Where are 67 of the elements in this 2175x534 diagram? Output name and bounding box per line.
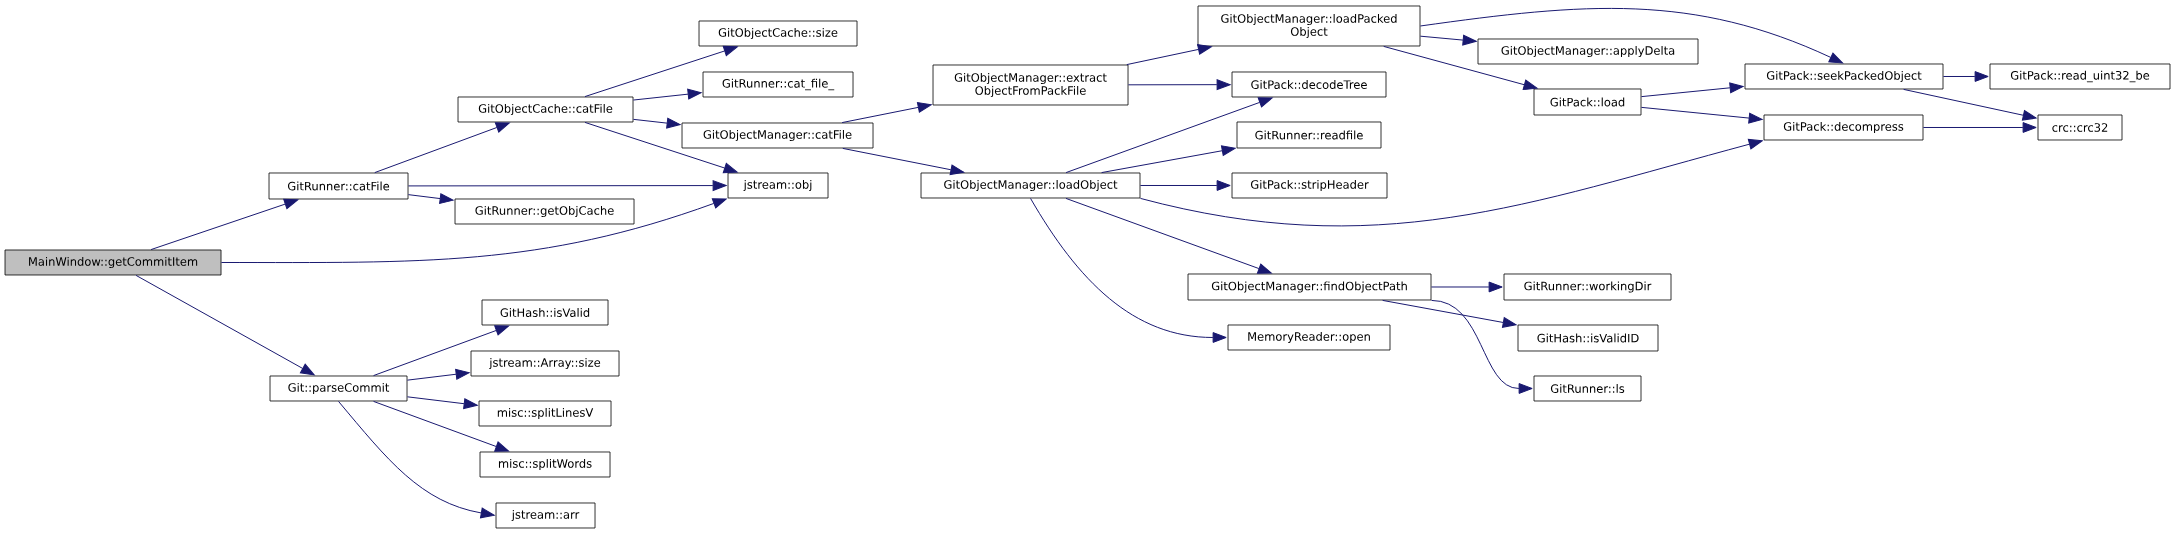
call-arrow	[842, 147, 965, 176]
call-arrow	[1065, 197, 1272, 274]
call-arrow	[374, 122, 510, 174]
call-arrow	[1127, 79, 1231, 91]
call-arrow	[1419, 7, 1844, 64]
function-box: GitRunner::getObjCache	[454, 198, 635, 225]
call-arrow	[407, 193, 454, 204]
call-arrow	[1903, 88, 2037, 121]
call-arrow	[135, 274, 315, 376]
function-box: GitPack::load	[1533, 88, 1642, 116]
call-arrow	[1430, 281, 1503, 293]
function-box: misc::splitWords	[479, 451, 611, 478]
function-box: GitObjectCache::size	[698, 20, 858, 47]
function-box: GitPack::decodeTree	[1231, 71, 1387, 98]
function-box: MainWindow::getCommitItem	[4, 249, 222, 276]
function-box: GitRunner::cat_file_	[702, 71, 854, 98]
call-arrow	[150, 198, 299, 251]
call-arrow	[373, 400, 510, 452]
call-arrow	[1139, 180, 1231, 191]
function-box: jstream::arr	[495, 502, 596, 529]
call-arrow	[584, 121, 738, 174]
call-arrow	[338, 400, 495, 519]
call-arrow	[841, 102, 932, 124]
function-box: GitPack::stripHeader	[1231, 172, 1388, 199]
function-box: jstream::Array::size	[470, 350, 620, 377]
function-box: crc::crc32	[2037, 114, 2123, 141]
function-box: GitRunner::workingDir	[1503, 273, 1672, 301]
function-box: MemoryReader::open	[1227, 324, 1391, 351]
call-arrow	[1419, 34, 1477, 46]
function-box: GitObjectManager::loadObject	[920, 172, 1141, 199]
call-arrow	[1640, 82, 1744, 98]
function-box: GitPack::decompress	[1763, 114, 1924, 141]
call-arrow	[1942, 71, 1989, 82]
call-arrow	[632, 117, 681, 129]
function-box: GitHash::isValid	[481, 299, 609, 326]
function-box: GitObjectCache::catFile	[457, 96, 634, 123]
function-box: GitHash::isValidID	[1517, 324, 1659, 352]
call-arrow	[584, 45, 738, 98]
function-box: GitObjectManager::loadPacked Object	[1197, 5, 1421, 47]
function-box: GitRunner::readfile	[1236, 121, 1382, 149]
function-box: GitObjectManager::findObjectPath	[1187, 273, 1432, 301]
function-box: GitRunner::ls	[1533, 375, 1642, 402]
call-arrow	[406, 396, 478, 410]
call-arrow	[1065, 97, 1273, 174]
function-box: GitRunner::catFile	[268, 172, 409, 200]
call-arrow	[1126, 44, 1212, 66]
call-arrow	[406, 368, 470, 381]
call-arrow	[1030, 197, 1227, 343]
call-arrow	[220, 198, 727, 264]
function-box: GitObjectManager::applyDelta	[1477, 38, 1699, 65]
call-arrow	[1922, 122, 2037, 133]
function-box: misc::splitLinesV	[478, 400, 612, 427]
function-box: GitObjectManager::extract ObjectFromPackFile	[932, 64, 1129, 106]
function-box: GitPack::read_uint32_be	[1989, 63, 2171, 90]
function-box: GitObjectManager::catFile	[681, 122, 874, 149]
call-arrow	[1382, 299, 1517, 328]
call-arrow	[1139, 138, 1763, 227]
function-box: GitPack::seekPackedObject	[1744, 63, 1944, 90]
call-arrow	[1640, 106, 1763, 124]
call-arrow	[1101, 145, 1236, 174]
call-arrow	[407, 180, 727, 191]
call-arrow	[1383, 45, 1538, 90]
call-arrow	[373, 325, 510, 377]
call-arrow	[632, 88, 702, 101]
function-box: jstream::obj	[727, 172, 829, 199]
function-box: Git::parseCommit	[269, 375, 408, 402]
call-arrow	[1430, 299, 1533, 394]
